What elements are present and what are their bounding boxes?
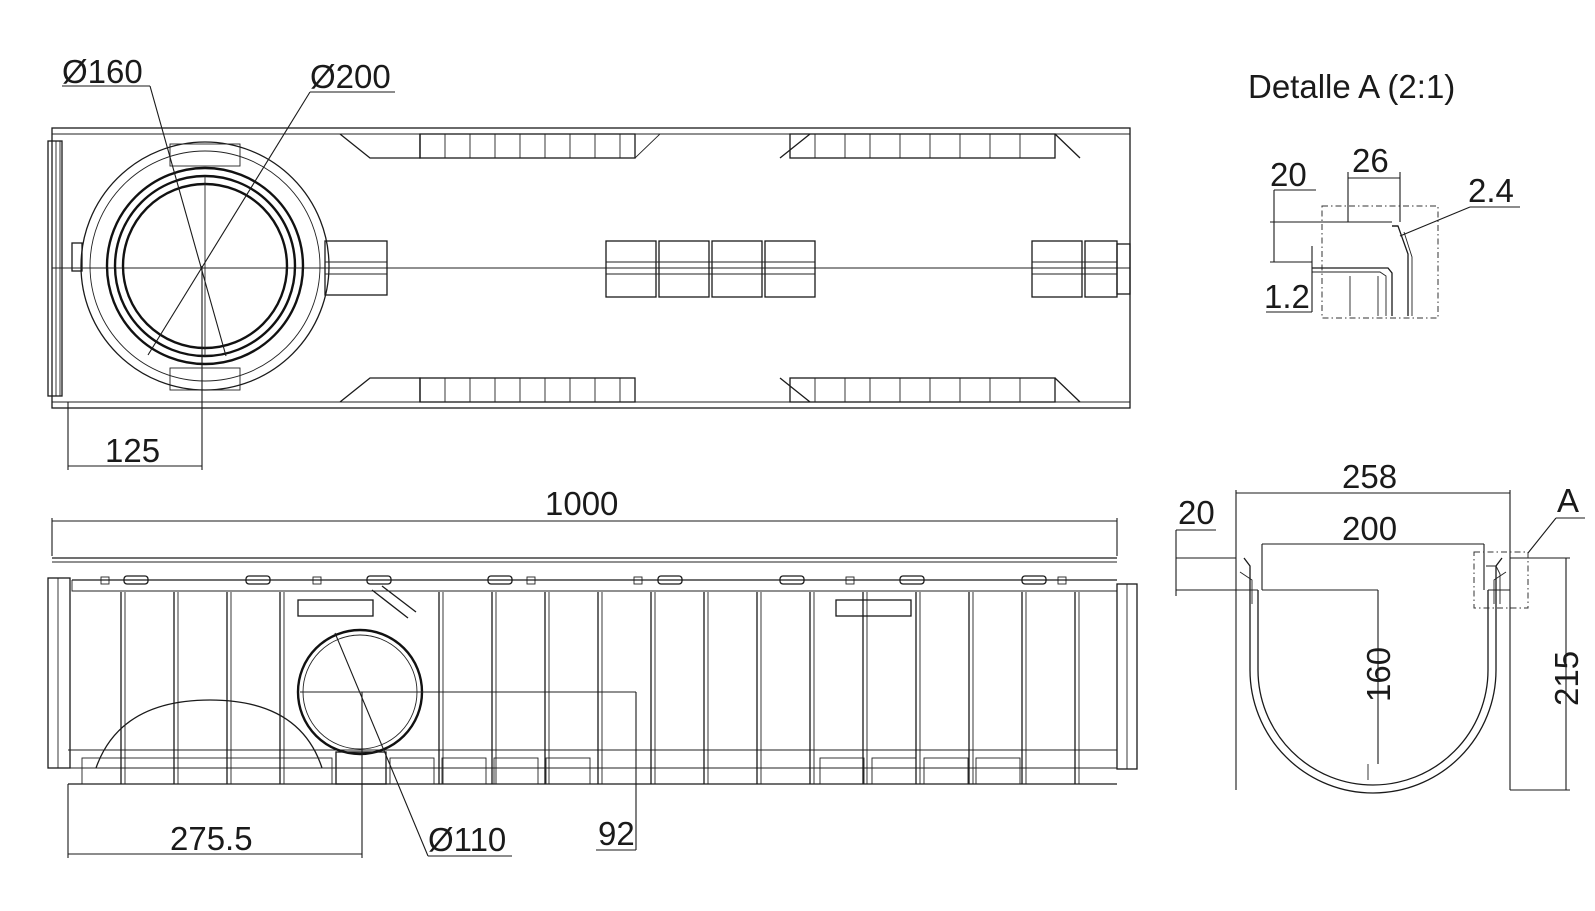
top-view: Ø160 Ø200 125 [47, 53, 1131, 470]
grate-blocks [324, 240, 1131, 298]
top-slots [100, 575, 1067, 585]
top-outlet [80, 141, 330, 391]
dim-275-5-label: 275.5 [170, 820, 253, 857]
top-wall-openings [339, 133, 1081, 159]
side-view: 1000 [47, 485, 1138, 858]
dia-160-label: Ø160 [62, 53, 143, 90]
dim-125-label: 125 [105, 432, 160, 469]
cs-dim-258: 258 [1342, 458, 1397, 495]
dim-92-label: 92 [598, 815, 635, 852]
detail-a: Detalle A (2:1) 20 26 2.4 1.2 [1248, 68, 1520, 319]
foot-blocks [389, 757, 1021, 785]
cs-dim-215: 215 [1548, 651, 1585, 706]
dia-200-label: Ø200 [310, 58, 391, 95]
dim-125 [67, 266, 203, 470]
cs-dim-200: 200 [1342, 510, 1397, 547]
detail-title: Detalle A (2:1) [1248, 68, 1455, 105]
detail-dim-1-2: 1.2 [1264, 278, 1310, 315]
dim-1000 [51, 518, 1118, 556]
detail-dim-26: 26 [1352, 142, 1389, 179]
detail-dim-20: 20 [1270, 156, 1307, 193]
bottom-wall-openings [339, 377, 1081, 403]
dia-110-label: Ø110 [428, 821, 506, 858]
dia-leaders [62, 85, 395, 357]
cs-dim-20: 20 [1178, 494, 1215, 531]
vertical-ribs [120, 592, 1080, 784]
dim-1000-label: 1000 [545, 485, 618, 522]
cs-dim-160: 160 [1360, 647, 1397, 702]
detail-dim-2-4: 2.4 [1468, 172, 1514, 209]
cross-section: 258 200 20 215 160 A [1175, 458, 1585, 794]
cs-detail-a-marker: A [1557, 482, 1579, 519]
